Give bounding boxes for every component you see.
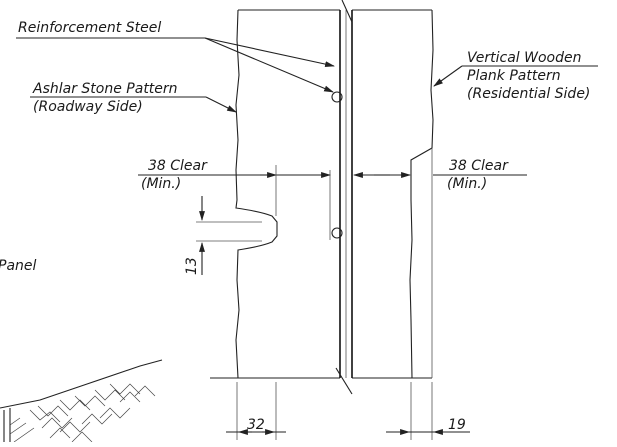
break-symbol-bottom [335,367,353,395]
ashlar-label-line2: (Roadway Side) [33,99,143,115]
leader-ashlar [205,96,237,113]
wooden-label-line1: Vertical Wooden [467,50,581,66]
leader-reinforcement-2 [204,37,334,93]
wood-plank-face-line [409,9,434,379]
leader-wooden [433,65,463,87]
clear-right-label-line1: 38 Clear [449,158,509,174]
leader-reinforcement-1 [204,37,335,68]
clear-right-label-line2: (Min.) [447,176,487,192]
wooden-label-line3: (Residential Side) [467,86,590,102]
dim-32-label: 32 [247,417,265,433]
panel-label: Panel [0,258,37,274]
rebar-lower [331,227,343,239]
clear-left-label-line1: 38 Clear [148,158,208,174]
clear-left-label-line2: (Min.) [141,176,181,192]
reinforcement-label: Reinforcement Steel [18,20,161,36]
dim-19-label: 19 [448,417,466,433]
slope-hatch [0,359,163,443]
break-symbol-top [341,0,353,23]
rebar-upper [331,91,343,103]
wall-panel [339,10,353,378]
dim-13-label: 13 [184,257,200,275]
ashlar-label-line1: Ashlar Stone Pattern [32,81,178,97]
ashlar-face-line [235,9,278,379]
wooden-label-line2: Plank Pattern [467,68,561,84]
